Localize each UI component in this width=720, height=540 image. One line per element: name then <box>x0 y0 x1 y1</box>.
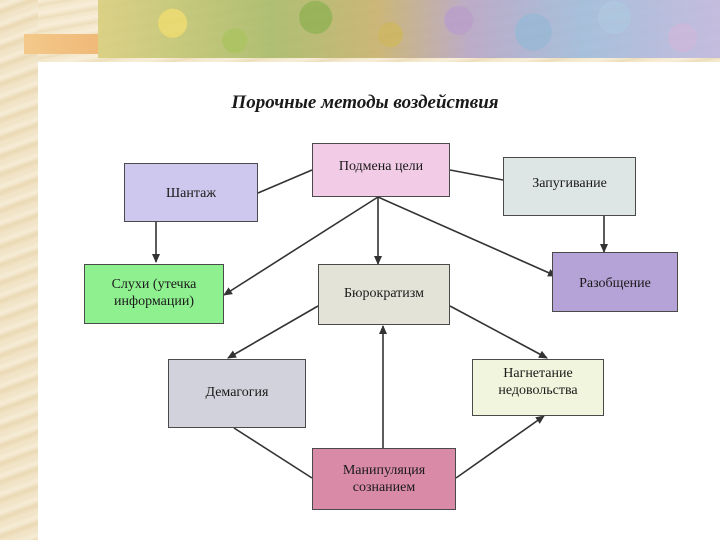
node-disunity: Разобщение <box>552 252 678 312</box>
node-blackmail: Шантаж <box>124 163 258 222</box>
node-manipulation-label: Манипуляция сознанием <box>342 463 426 495</box>
node-rumors: Слухи (утечка информации) <box>84 264 224 324</box>
node-substitution-label: Подмена цели <box>338 159 424 174</box>
node-rumors-label: Слухи (утечка информации) <box>111 277 197 309</box>
edge-center-disunity <box>377 196 557 277</box>
node-discontent-label: Нагнетание недовольства <box>498 366 578 398</box>
decorative-orange-strip <box>24 34 98 54</box>
edge-substitution-intimidation <box>449 169 504 181</box>
node-intimidation: Запугивание <box>503 157 636 216</box>
edge-bureaucratism-demagogy <box>227 305 319 359</box>
node-bureaucratism: Бюрократизм <box>318 264 450 325</box>
edge-blackmail-substitution <box>257 169 313 194</box>
slide-title: Порочные методы воздействия <box>231 92 499 113</box>
node-manipulation: Манипуляция сознанием <box>312 448 456 510</box>
edge-demagogy-manipulation <box>233 427 313 479</box>
node-discontent: Нагнетание недовольства <box>472 359 604 416</box>
node-intimidation-label: Запугивание <box>532 176 607 191</box>
decorative-left-border <box>0 0 38 540</box>
node-disunity-label: Разобщение <box>579 276 651 291</box>
edge-center-rumors <box>223 196 379 296</box>
edge-bureaucratism-discontent <box>449 305 548 359</box>
node-substitution: Подмена цели <box>312 143 450 197</box>
decorative-floral-banner <box>98 0 720 58</box>
node-bureaucratism-label: Бюрократизм <box>344 286 424 301</box>
node-demagogy-label: Демагогия <box>205 385 269 400</box>
node-demagogy: Демагогия <box>168 359 306 428</box>
node-blackmail-label: Шантаж <box>165 186 216 201</box>
edge-manipulation-discontent <box>455 415 545 479</box>
